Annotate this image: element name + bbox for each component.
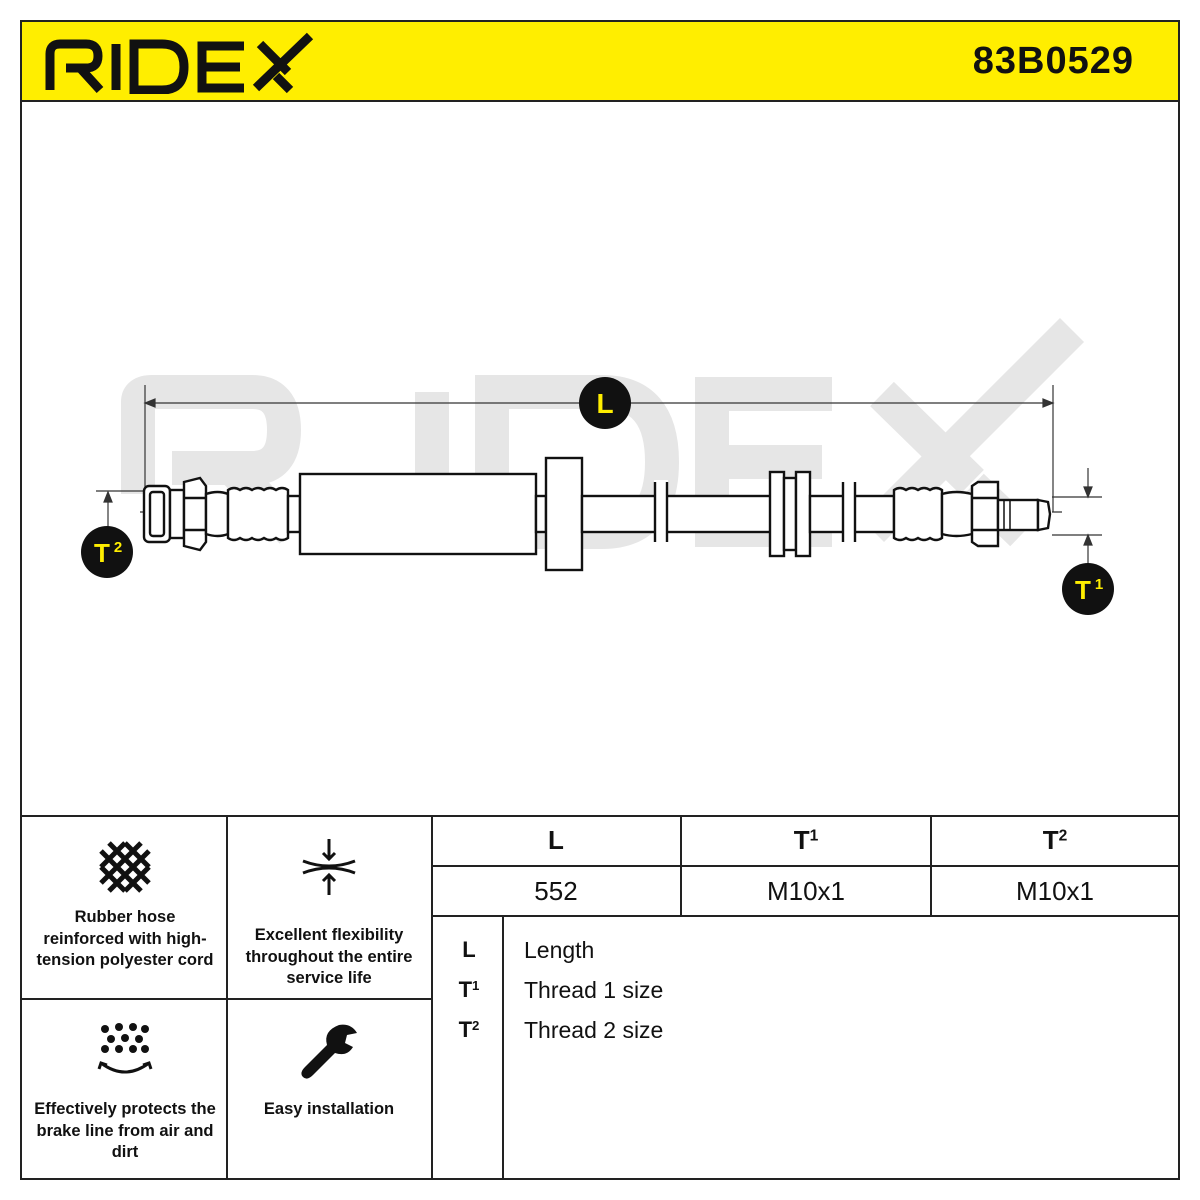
spec-header-l: L (548, 825, 564, 855)
spec-value-l: 552 (534, 876, 578, 906)
feature-text: Effectively protects the brake line from… (34, 1100, 216, 1161)
divider (432, 865, 1178, 867)
legend-key-l: L (462, 937, 476, 962)
t2-marker (81, 526, 133, 578)
part-number: 83B0529 (972, 40, 1134, 82)
compression-arrows-icon (302, 839, 356, 895)
spec-header-t1: T1 (793, 825, 819, 855)
spec-value-t2: M10x1 (1015, 876, 1095, 906)
feature-flexibility: Excellent flexibility throughout the ent… (236, 837, 422, 990)
legend-label-thread2: Thread 2 size (524, 1017, 664, 1043)
l-marker (579, 377, 631, 429)
spec-value-t1: M10x1 (766, 876, 846, 906)
svg-text:2: 2 (114, 539, 122, 556)
legend-label-length: Length (524, 937, 595, 963)
divider (431, 817, 433, 1180)
legend-label-thread1: Thread 1 size (524, 977, 664, 1003)
dimension-t1 (1052, 468, 1102, 564)
feature-text: Easy installation (263, 1100, 395, 1118)
svg-text:T: T (94, 538, 110, 568)
divider (930, 817, 932, 915)
legend-key-t1: T1 (458, 977, 480, 1002)
svg-text:T: T (1075, 575, 1091, 605)
l-marker-text: L (596, 388, 613, 419)
t1-marker (1062, 563, 1114, 615)
svg-text:1: 1 (1095, 576, 1103, 593)
legend-key-t2: T2 (458, 1017, 480, 1042)
crosshatch-mesh-icon (99, 841, 151, 893)
header-bar: 83B0529 (22, 22, 1178, 102)
spec-sheet: 83B0529 L (20, 20, 1180, 1180)
divider (432, 915, 1178, 917)
technical-drawing: L T 2 T 1 (22, 102, 1178, 815)
feature-installation: Easy installation (236, 1021, 422, 1121)
divider (22, 998, 432, 1000)
divider (680, 817, 682, 915)
particles-shield-icon (97, 1023, 153, 1074)
feature-protection: Effectively protects the brake line from… (32, 1021, 218, 1164)
ridex-logo (45, 32, 314, 94)
divider (502, 915, 504, 1180)
dimension-t2 (96, 490, 150, 527)
wrench-icon (301, 1024, 357, 1079)
spec-header-t2: T2 (1042, 825, 1068, 855)
bottom-panel: Rubber hose reinforced with high-tension… (22, 815, 1178, 1180)
feature-text: Rubber hose reinforced with high-tension… (36, 908, 214, 969)
brake-hose (142, 456, 1052, 572)
feature-reinforced: Rubber hose reinforced with high-tension… (32, 837, 218, 972)
feature-text: Excellent flexibility throughout the ent… (245, 926, 413, 987)
brake-hose-drawing: L T 2 T 1 (81, 317, 1114, 615)
